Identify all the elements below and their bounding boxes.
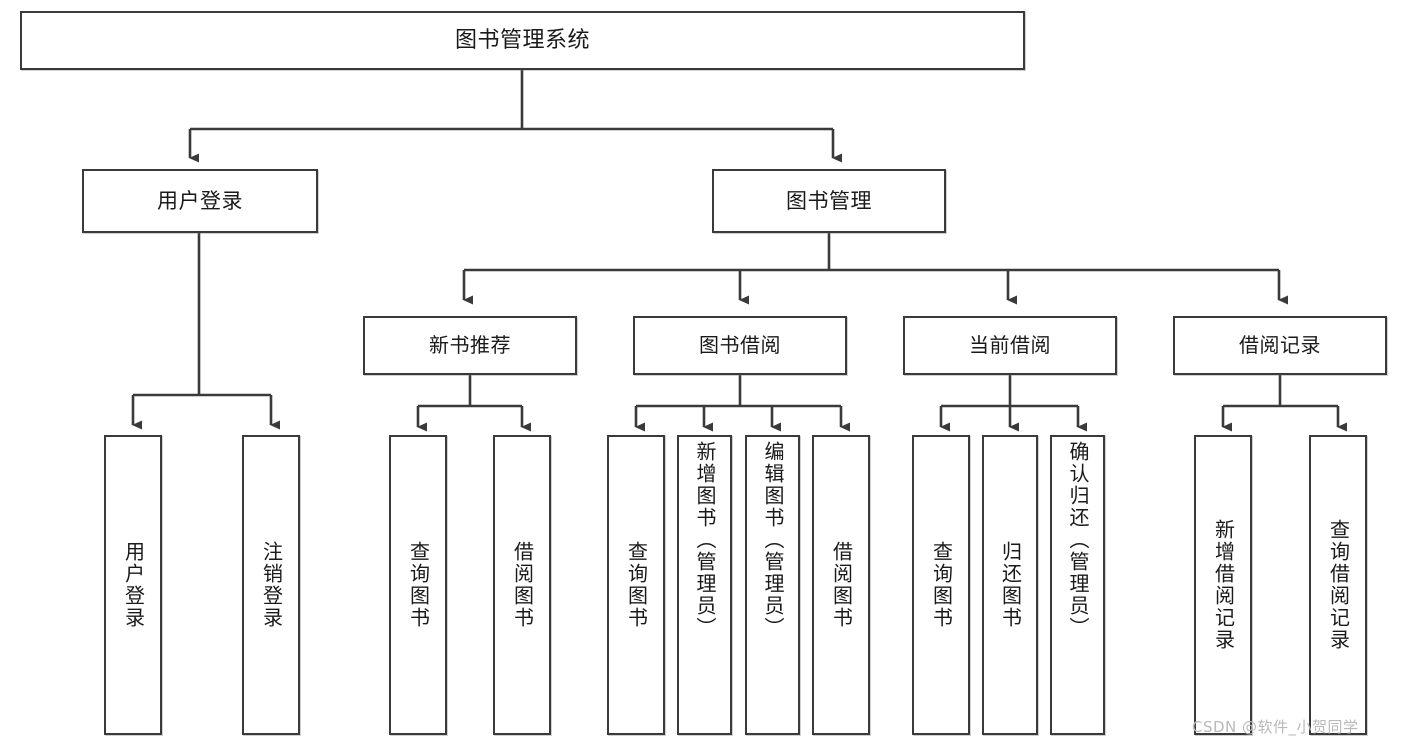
leaf-return-book[interactable]: 归还图书 (982, 435, 1038, 735)
leaf-query-book-borrow[interactable]: 查询图书 (607, 435, 665, 735)
leaf-label: 借阅图书 (510, 541, 535, 629)
leaf-edit-book-admin[interactable]: 编辑图书（管理员） (745, 435, 800, 735)
leaf-query-book-current[interactable]: 查询图书 (912, 435, 970, 735)
node-new-book-recommend[interactable]: 新书推荐 (363, 316, 577, 375)
leaf-label: 借阅图书 (829, 541, 854, 629)
leaf-borrow-book-recommend[interactable]: 借阅图书 (493, 435, 551, 735)
node-label: 新书推荐 (429, 333, 511, 357)
csdn-watermark: CSDN @软件_小贺同学 (1192, 718, 1359, 736)
leaf-add-book-admin[interactable]: 新增图书（管理员） (677, 435, 732, 735)
leaf-confirm-return-admin[interactable]: 确认归还（管理员） (1050, 435, 1105, 735)
leaf-label: 查询图书 (929, 541, 954, 629)
leaf-label: 归还图书 (998, 541, 1023, 629)
node-book-borrow[interactable]: 图书借阅 (633, 316, 847, 375)
leaf-query-borrow-record[interactable]: 查询借阅记录 (1309, 435, 1367, 735)
node-book-management[interactable]: 图书管理 (712, 169, 946, 233)
node-label: 图书管理系统 (454, 27, 590, 53)
node-current-borrow[interactable]: 当前借阅 (903, 316, 1117, 375)
leaf-label: 查询借阅记录 (1326, 519, 1351, 651)
node-borrow-records[interactable]: 借阅记录 (1173, 316, 1387, 375)
node-label: 当前借阅 (969, 333, 1051, 357)
leaf-label: 新增图书（管理员） (693, 441, 717, 639)
leaf-add-borrow-record[interactable]: 新增借阅记录 (1194, 435, 1252, 735)
node-book-management-system[interactable]: 图书管理系统 (20, 11, 1025, 70)
leaf-label: 用户登录 (121, 541, 146, 629)
node-label: 借阅记录 (1239, 333, 1321, 357)
leaf-label: 注销登录 (259, 541, 284, 629)
leaf-logout[interactable]: 注销登录 (242, 435, 300, 735)
node-label: 图书管理 (786, 188, 872, 213)
leaf-label: 查询图书 (406, 541, 431, 629)
node-label: 用户登录 (157, 188, 243, 213)
leaf-borrow-book[interactable]: 借阅图书 (812, 435, 870, 735)
leaf-user-login[interactable]: 用户登录 (104, 435, 162, 735)
node-user-login[interactable]: 用户登录 (82, 169, 318, 233)
node-label: 图书借阅 (699, 333, 781, 357)
leaf-query-book-recommend[interactable]: 查询图书 (389, 435, 447, 735)
leaf-label: 新增借阅记录 (1211, 519, 1236, 651)
leaf-label: 查询图书 (624, 541, 649, 629)
leaf-label: 确认归还（管理员） (1066, 441, 1090, 639)
leaf-label: 编辑图书（管理员） (761, 441, 785, 639)
